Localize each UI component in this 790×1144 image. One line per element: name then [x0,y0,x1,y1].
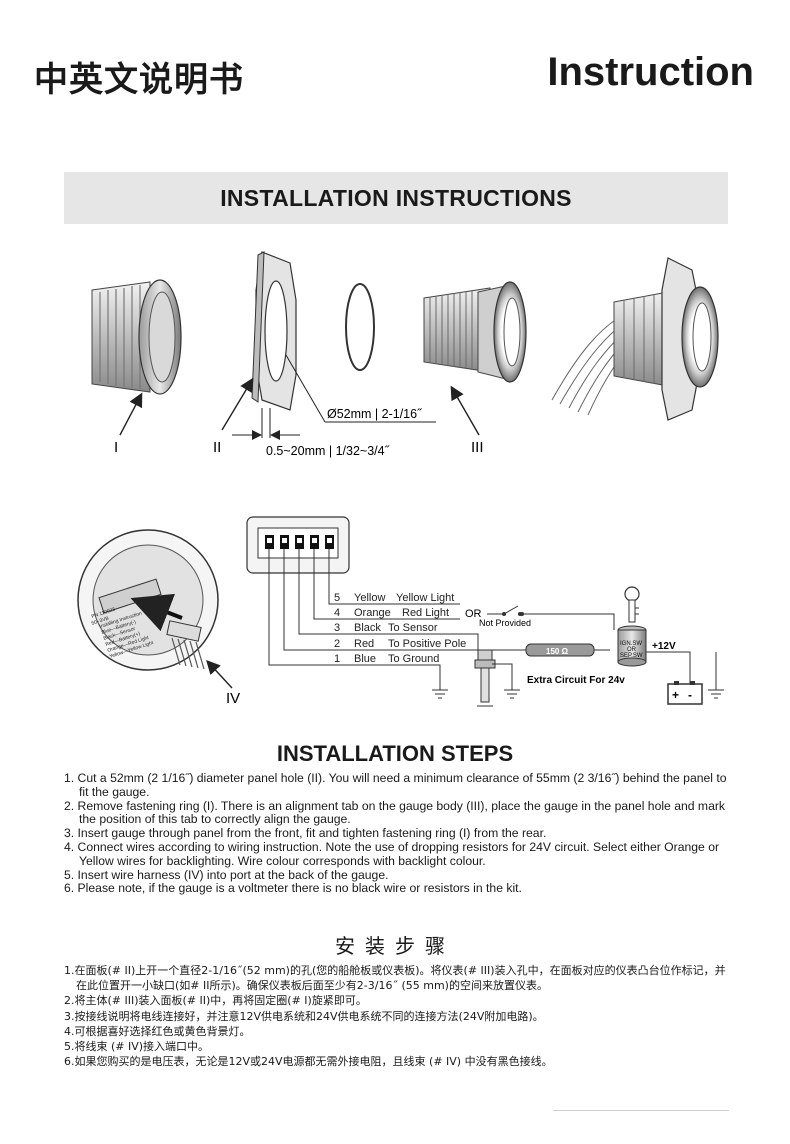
ign-or-label: OR [627,647,637,653]
step-item: 6. Please note, if the gauge is a voltme… [64,881,522,896]
wire-4-color: Orange [354,607,391,619]
ign-sw-label: IGN.SW [620,641,642,647]
step-item: 4. Connect wires according to wiring ins… [64,839,720,868]
fastening-ring-illustration [91,279,182,395]
part-label-i: I [114,439,118,456]
wire-5-num: 5 [334,592,340,604]
wire-5-color: Yellow [354,592,385,604]
cn-steps-title: 安装步骤 [335,934,455,958]
header-title-en: Instruction [547,50,754,94]
part-label-iii: III [471,439,484,456]
header-title-cn: 中英文说明书 [34,60,244,100]
battery-icon: + - [667,681,703,705]
part-label-iv: IV [226,690,240,707]
cn-step-item: 5.将线束 (# IV)接入端口中。 [64,1040,210,1054]
part-label-ii: II [213,439,221,456]
resistor-icon [525,643,595,657]
gauge-body-illustration [423,281,527,383]
banner: INSTALLATION INSTRUCTIONS [64,172,728,224]
wire-2-num: 2 [334,638,340,650]
not-provided-label: Not Provided [479,618,531,628]
footer-divider [553,1110,729,1111]
assembled-gauge-illustration [551,257,719,421]
switch-icon [503,605,519,615]
wire-1-desc: To Ground [388,653,439,665]
wire-1-num: 1 [334,653,340,665]
sensor-illustration [440,633,520,707]
cn-step-item: 1.在面板(# II)上开一个直径2-1/16˝(52 mm)的孔(您的船舱板或… [64,964,726,993]
step-item: 5. Insert wire harness (IV) into port at… [64,867,389,882]
wire-2-desc: To Positive Pole [388,638,466,650]
wire-connector [246,516,350,574]
voltage-label: +12V [652,641,676,652]
step-item: 1. Cut a 52mm (2 1/16˝) diameter panel h… [64,771,727,799]
cn-step-item: 6.如果您购买的是电压表，无论是12V或24V电源都无需外接电阻，且线束 (# … [64,1055,553,1069]
cn-step-item: 4.可根据喜好选择红色或黄色背景灯。 [64,1024,251,1038]
step-item: 2. Remove fastening ring (I). There is a… [64,798,726,827]
wire-4-num: 4 [334,607,340,619]
wire-3-desc: To Sensor [388,622,438,634]
wire-1-color: Blue [354,653,376,665]
wire-5-desc: Yellow Light [396,592,454,604]
wire-3-color: Black [354,622,381,634]
cn-step-item: 2.将主体(# III)装入面板(# II)中，再将固定圈(# I)旋紧即可。 [64,994,367,1008]
resistor-value: 150 Ω [546,647,569,656]
cn-steps-list: 1.在面板(# II)上开一个直径2-1/16˝(52 mm)的孔(您的船舱板或… [64,963,732,1069]
ground-symbol [432,689,448,699]
panel-illustration [251,251,297,411]
sep-sw-label: SEP.SW [620,653,643,659]
battery-plus: + [672,688,679,702]
panel-thickness-label: 0.5~20mm | 1/32~3/4˝ [266,444,390,458]
label-line-2: 50~3VB [91,615,111,626]
installation-diagram: Ø52mm | 2-1/16˝ 0.5~20mm | 1/32~3/4˝ [77,251,724,707]
installation-steps-title: INSTALLATION STEPS [276,741,514,766]
battery-minus: - [688,688,692,702]
wire-3-num: 3 [334,622,340,634]
gauge-rear-closeup: PN 110023 50~3VB Installing Instruction … [77,529,219,671]
extra-circuit-label: Extra Circuit For 24v [527,675,625,686]
or-label: OR [465,608,482,620]
wire-2-color: Red [354,638,374,650]
hole-dimension-label: Ø52mm | 2-1/16˝ [327,407,422,421]
step-item: 3. Insert gauge through panel from the f… [64,826,547,841]
installation-steps-list: 1. Cut a 52mm (2 1/16˝) diameter panel h… [64,771,732,896]
cn-step-item: 3.按接线说明将电线连接好，并注意12V供电系统和24V供电系统不同的连接方法(… [64,1009,544,1023]
banner-title: INSTALLATION INSTRUCTIONS [220,185,572,211]
o-ring-illustration [345,283,375,371]
ignition-switch: IGN.SW OR SEP.SW [617,586,647,667]
wire-4-desc: Red Light [402,607,449,619]
